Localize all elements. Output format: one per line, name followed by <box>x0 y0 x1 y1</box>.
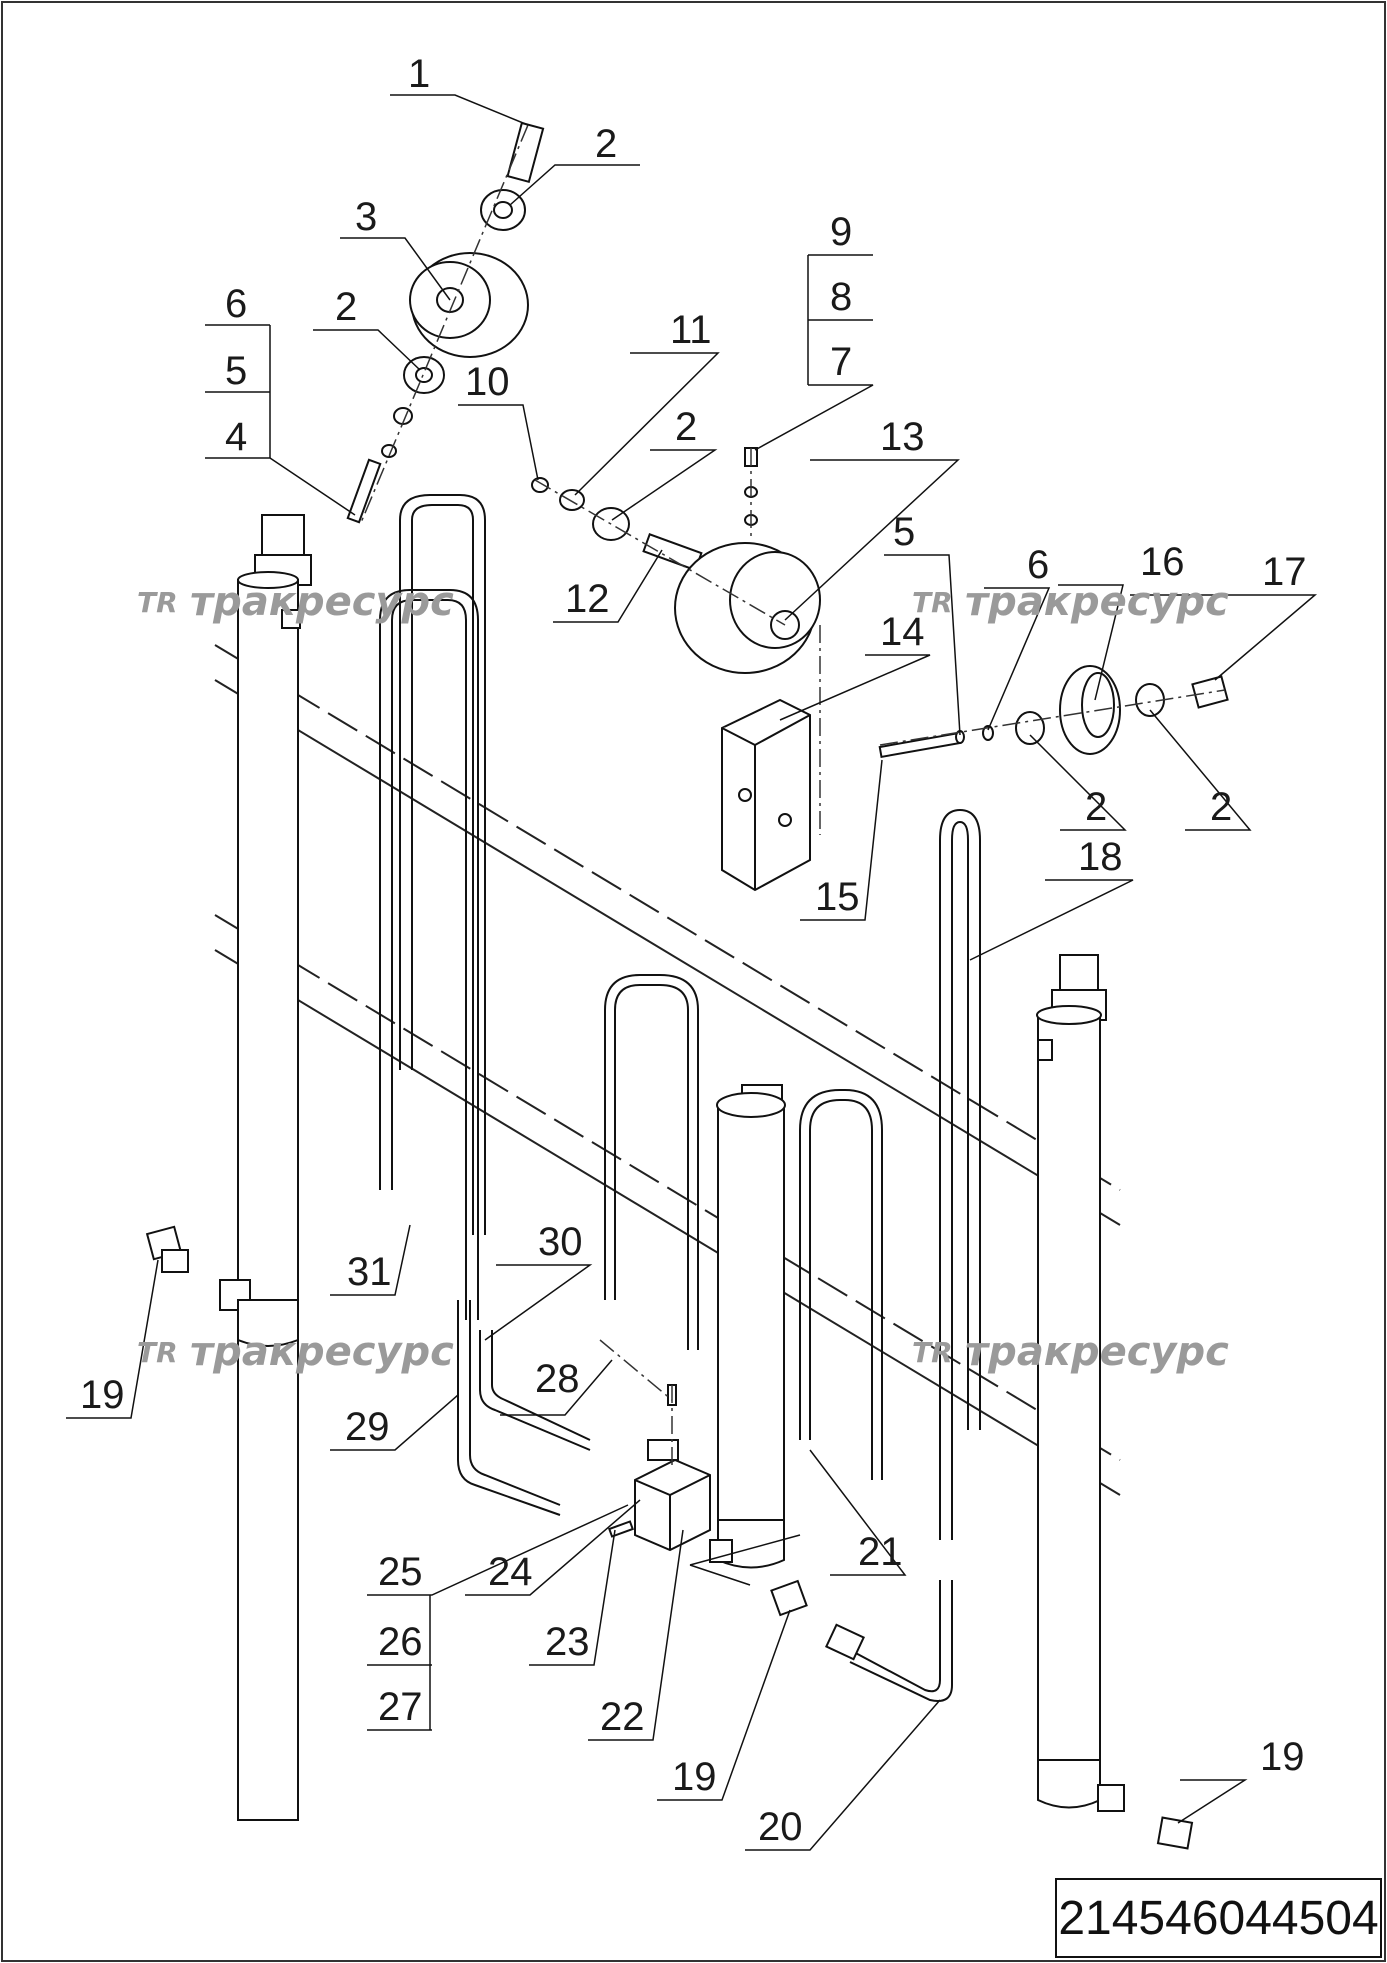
callout-label: 6 <box>1027 543 1049 587</box>
callout-label: 2 <box>595 122 617 166</box>
elbow-fittings <box>145 1225 1194 1850</box>
center-lines <box>359 124 1226 1465</box>
watermark-text: тракресурс <box>190 1329 454 1375</box>
callout-label: 9 <box>830 210 852 254</box>
callout-label: 11 <box>670 308 712 352</box>
callout-label: 2 <box>1210 785 1232 829</box>
callout-label: 22 <box>600 1695 645 1739</box>
callout-label: 12 <box>565 577 610 621</box>
callout-label: 18 <box>1078 835 1123 879</box>
callout-label: 24 <box>488 1550 533 1594</box>
callout-label: 19 <box>672 1755 717 1799</box>
callout-label: 10 <box>465 360 510 404</box>
left-hydraulic-cylinder <box>219 514 312 1821</box>
watermark-logo: TR <box>912 586 953 619</box>
callout-label: 4 <box>225 415 247 459</box>
callout-label: 5 <box>225 349 247 393</box>
callout-label: 7 <box>830 340 852 384</box>
callout-label: 19 <box>1260 1735 1305 1779</box>
callout-label: 5 <box>893 510 915 554</box>
callout-label: 6 <box>225 282 247 326</box>
hydraulic-hoses <box>379 494 981 1702</box>
valve-block <box>608 1384 711 1552</box>
callout-label: 27 <box>378 1685 423 1729</box>
watermark-group: TR тракресурс TR тракресурс TR тракресур… <box>137 579 1229 1375</box>
stack-rules <box>269 255 809 1730</box>
pulley-assembly-middle <box>531 447 821 674</box>
callout-label: 14 <box>880 610 925 654</box>
callout-label: 8 <box>830 275 852 319</box>
callout-label: 25 <box>378 1550 423 1594</box>
pulley-assembly-right <box>878 665 1229 759</box>
callout-label: 31 <box>347 1250 392 1294</box>
watermark-text: тракресурс <box>965 579 1229 625</box>
callout-label: 3 <box>355 195 377 239</box>
callout-label: 16 <box>1140 540 1185 584</box>
break-lines <box>214 644 1121 1461</box>
watermark-logo: TR <box>137 586 178 619</box>
callout-label: 15 <box>815 875 860 919</box>
callout-label: 1 <box>408 52 430 96</box>
callout-label: 26 <box>378 1620 423 1664</box>
callout-label: 19 <box>80 1373 125 1417</box>
middle-hydraulic-cylinder <box>709 1084 786 1569</box>
watermark-logo: TR <box>137 1336 178 1369</box>
right-hydraulic-cylinder <box>1036 954 1125 1812</box>
callout-label: 29 <box>345 1405 390 1449</box>
callout-label: 30 <box>538 1220 583 1264</box>
callout-label: 13 <box>880 415 925 459</box>
callout-labels: 1 2 3 2 6 5 4 10 11 2 12 9 8 7 13 14 15 … <box>80 52 1307 1849</box>
leader-lines <box>66 94 1318 1851</box>
callout-label: 20 <box>758 1805 803 1849</box>
mounting-bracket <box>721 698 811 892</box>
callout-label: 28 <box>535 1357 580 1401</box>
watermark-text: тракресурс <box>965 1329 1229 1375</box>
callout-label: 21 <box>858 1530 903 1574</box>
callout-label: 2 <box>675 405 697 449</box>
watermark-text: тракресурс <box>190 579 454 625</box>
callout-label: 2 <box>335 285 357 329</box>
callout-label: 23 <box>545 1620 590 1664</box>
watermark-logo: TR <box>912 1336 953 1369</box>
break-lines-solid <box>214 679 1121 1496</box>
document-number: 214546044504 <box>1055 1878 1382 1958</box>
pulley-assembly-top <box>346 121 545 524</box>
callout-label: 2 <box>1085 785 1107 829</box>
callout-label: 17 <box>1262 550 1307 594</box>
